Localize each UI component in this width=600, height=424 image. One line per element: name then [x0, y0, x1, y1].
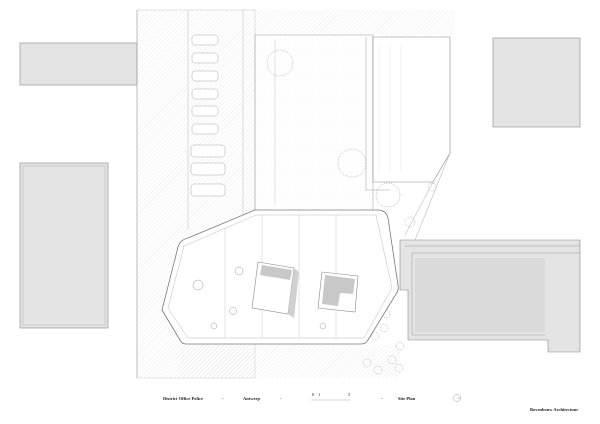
project-title: District Office Police	[163, 396, 203, 401]
scale-label-5: 5	[348, 392, 351, 397]
patio-2	[317, 271, 359, 313]
neighbour-building-mid-left	[19, 162, 109, 329]
north-arrow-icon	[453, 394, 461, 402]
scale-label-0: 0	[312, 392, 315, 397]
separator: -	[280, 396, 282, 401]
separator: -	[222, 396, 224, 401]
patio-1	[251, 261, 299, 318]
neighbour-building-top-left	[19, 42, 138, 86]
scale-label-1: 1	[318, 392, 321, 397]
neighbour-building-top-right	[492, 37, 581, 128]
separator: -	[381, 396, 383, 401]
roof-skylights	[192, 266, 327, 330]
parking-spaces	[190, 34, 226, 197]
trees	[266, 49, 437, 375]
architect-credit: Bovenbouw Architectuur	[530, 407, 579, 412]
city-label: Antwerp	[243, 396, 260, 401]
drawing-title: Site Plan	[398, 396, 416, 401]
garage-building	[372, 36, 451, 183]
courtyard	[254, 34, 374, 213]
